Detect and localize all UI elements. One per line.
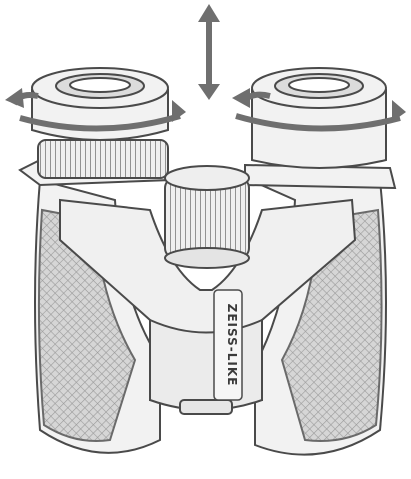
rotate-arrow-icon bbox=[5, 88, 186, 132]
focus-knob bbox=[164, 165, 250, 269]
brand-logo-text: ZEISS-LIKE bbox=[225, 304, 239, 387]
brand-plate: ZEISS-LIKE bbox=[213, 289, 243, 401]
updown-arrow-icon bbox=[198, 4, 220, 100]
rotate-arrow-icon bbox=[232, 88, 406, 132]
